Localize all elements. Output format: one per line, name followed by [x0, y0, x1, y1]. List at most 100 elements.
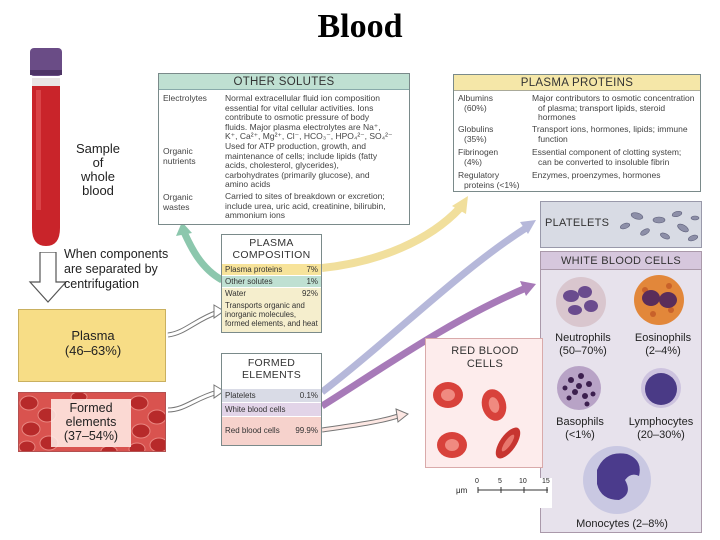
solute-name-line: Electrolytes: [163, 93, 207, 103]
formed-row: Platelets 0.1%: [222, 389, 321, 402]
protein-name: Regulatory proteins (<1%): [458, 170, 520, 190]
scale-ruler-icon: [477, 487, 548, 493]
title-line: PLASMA: [249, 237, 294, 249]
protein-name-line: (4%): [464, 156, 482, 167]
row-label: Other solutes: [225, 277, 273, 286]
cell-percentage: (20–30%): [637, 428, 685, 441]
wbc-illustrations: [556, 275, 684, 514]
solute-name: Electrolytes: [163, 93, 207, 104]
desc-line: Essential component of clotting system;: [532, 147, 682, 157]
formed-elements-panel: FORMED ELEMENTS Platelets 0.1% White blo…: [221, 353, 322, 446]
row-value: 1%: [306, 277, 318, 286]
platelets-icon: [619, 210, 700, 242]
note-line: formed elements, and heat: [225, 319, 318, 328]
tube-label: Sample of whole blood: [68, 142, 128, 198]
basophils-label: Basophils (<1%): [541, 416, 619, 441]
row-label: Platelets: [225, 391, 256, 400]
desc-line: K⁺, Ca²⁺, Mg²⁺, Cl⁻, HCO₃⁻, HPO₄²⁻, SO₄²…: [225, 131, 393, 142]
title-line: FORMED: [247, 357, 296, 369]
solute-name-line: Organic: [163, 146, 193, 156]
desc-line: hormones: [538, 112, 576, 123]
note-line: Transports organic and: [225, 301, 305, 310]
protein-name: Globulins (35%): [458, 124, 494, 144]
row-label: Red blood cells: [225, 426, 280, 435]
protein-description: Essential component of clotting system; …: [532, 147, 700, 167]
formed-percentage: (37–54%): [63, 429, 119, 443]
protein-name-line: (35%): [464, 133, 487, 144]
plasma-proteins-panel: PLASMA PROTEINS Albumins (60%) Major con…: [453, 74, 701, 192]
scale-tick: 0: [475, 478, 479, 485]
solute-description: Carried to sites of breakdown or excreti…: [225, 191, 409, 221]
scale-bar: 0 5 10 15 μm: [452, 478, 552, 508]
scale-tick: 10: [519, 478, 527, 485]
note-line: inorganic molecules,: [225, 310, 297, 319]
row-label: Plasma proteins: [225, 265, 283, 274]
formed-row: White blood cells: [222, 403, 321, 416]
white-blood-cells-panel: WHITE BLOOD CELLS Neutrophils (50–70%) E…: [540, 251, 702, 533]
desc-line: Normal extracellular fluid ion compositi…: [225, 93, 380, 103]
down-arrow-icon: [28, 252, 68, 303]
desc-line: Carried to sites of breakdown or excreti…: [225, 191, 385, 201]
water-note: Transports organic and inorganic molecul…: [225, 299, 321, 328]
eosinophils-label: Eosinophils (2–4%): [623, 332, 703, 357]
cell-name: Lymphocytes: [628, 416, 694, 428]
neutrophils-label: Neutrophils (50–70%): [543, 332, 623, 357]
desc-line: Transport ions, hormones, lipids; immune: [532, 124, 688, 134]
protein-name-line: Regulatory: [458, 170, 500, 180]
platelets-title: PLATELETS: [545, 217, 610, 229]
protein-name-line: (60%): [464, 102, 487, 113]
lymphocytes-label: Lymphocytes (20–30%): [619, 416, 703, 441]
other-solutes-panel: OTHER SOLUTES Electrolytes Normal extrac…: [158, 73, 410, 225]
row-label: Water: [225, 289, 247, 298]
desc-line: can be converted to insoluble fibrin: [538, 156, 670, 167]
tube-label-line: whole: [81, 169, 115, 184]
cell-name: Neutrophils: [555, 332, 611, 344]
formed-elements-fraction-box: Formed elements (37–54%): [18, 392, 166, 452]
solute-name-line: wastes: [163, 201, 190, 212]
formed-label-line: Formed: [69, 401, 113, 415]
formed-row: Red blood cells 99.9%: [222, 417, 321, 445]
desc-line: amino acids: [225, 179, 271, 190]
monocytes-label: Monocytes (2–8%): [541, 518, 703, 531]
formed-label-line: elements: [65, 415, 117, 429]
row-value: 92%: [301, 289, 318, 298]
cell-percentage: (2–8%): [632, 518, 668, 530]
tube-label-line: blood: [82, 183, 114, 198]
row-value: 99.9%: [295, 426, 318, 435]
neutrophil-icon: [556, 277, 606, 327]
solute-name: Organic wastes: [163, 192, 193, 212]
cell-percentage: (2–4%): [645, 344, 681, 357]
separation-line: When components: [64, 247, 169, 261]
desc-line: include urea, uric acid, creatinine, bil…: [225, 200, 386, 211]
rbc-title: RED BLOOD CELLS: [426, 345, 544, 371]
cell-name: Monocytes: [576, 518, 630, 530]
title-line: RED BLOOD: [451, 345, 519, 357]
desc-line: carbohydrates (primarily glucose), and: [225, 169, 370, 180]
protein-name-line: Fibrinogen: [458, 147, 499, 157]
scale-unit: μm: [456, 486, 468, 495]
other-solutes-title: OTHER SOLUTES: [159, 74, 409, 90]
tube-label-line: Sample: [75, 141, 121, 156]
cell-percentage: (<1%): [565, 428, 595, 441]
solute-name: Organic nutrients: [163, 146, 196, 166]
row-value: 0.1%: [299, 391, 318, 400]
protein-name-line: Globulins: [458, 124, 494, 134]
desc-line: of plasma; transport lipids, steroid: [538, 102, 666, 113]
red-blood-cells-panel: RED BLOOD CELLS: [425, 338, 543, 468]
formed-elements-label: Formed elements (37–54%): [51, 399, 131, 447]
scale-tick: 5: [498, 478, 502, 485]
protein-description: Major contributors to osmotic concentrat…: [532, 93, 700, 123]
desc-line: function: [538, 133, 568, 144]
plasma-composition-title: PLASMA COMPOSITION: [222, 235, 321, 263]
protein-name-line: Albumins: [458, 93, 493, 103]
solute-description: Used for ATP production, growth, and mai…: [225, 141, 409, 190]
plasma-percentage: (46–63%): [64, 343, 122, 358]
desc-line: acids, cholesterol, glycerides),: [225, 160, 339, 171]
protein-name: Albumins (60%): [458, 93, 493, 113]
tube-label-line: of: [92, 155, 104, 170]
plasma-label: Plasma: [71, 328, 115, 343]
cell-name: Basophils: [556, 416, 604, 428]
desc-line: contribute to osmotic pressure of body: [225, 112, 370, 123]
desc-line: Used for ATP production, growth, and: [225, 141, 366, 151]
desc-line: Enzymes, proenzymes, hormones: [532, 170, 661, 180]
